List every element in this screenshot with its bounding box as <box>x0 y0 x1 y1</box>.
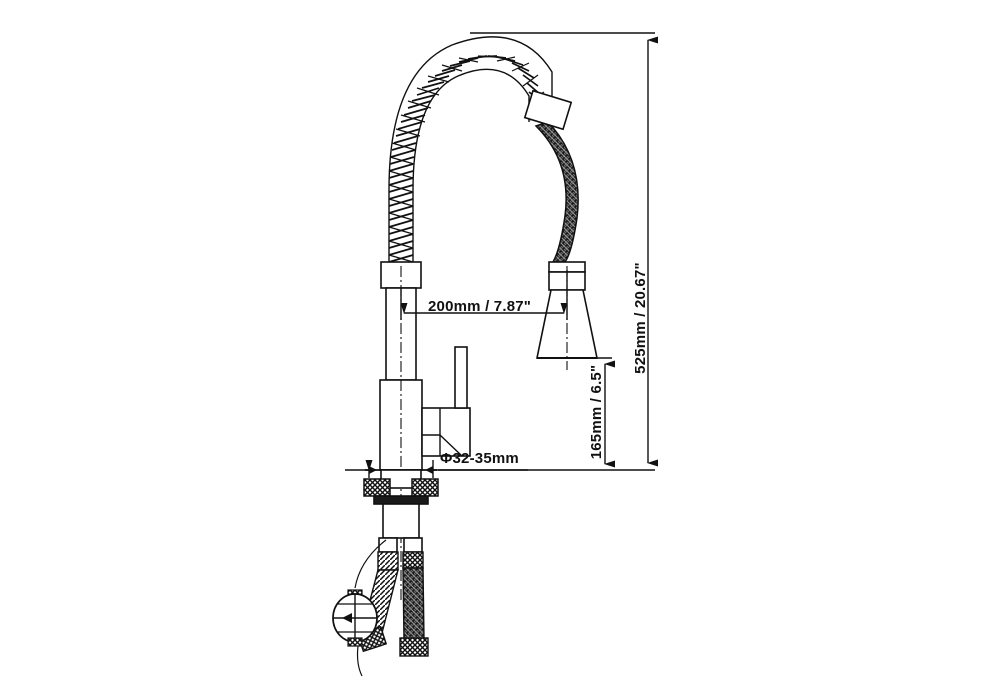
dimension-mounting-hole-label: Φ32-35mm <box>440 450 519 467</box>
dimension-spout-reach <box>400 270 568 320</box>
supply-hose-cold <box>399 537 429 657</box>
coil-spring <box>388 36 553 263</box>
mounting-hardware <box>363 469 439 539</box>
hose-connector-block <box>523 89 573 131</box>
braided-hose <box>534 121 579 263</box>
faucet-body <box>379 261 423 600</box>
dimension-spout-clearance <box>567 357 615 468</box>
counterweight <box>332 539 387 677</box>
dimension-spout-reach-label: 200mm / 7.87" <box>428 298 531 315</box>
dimension-spout-clearance-label: 165mm / 6.5" <box>588 365 605 460</box>
dimension-mounting-hole <box>345 460 528 478</box>
lever-handle <box>421 346 471 457</box>
dimension-overall-height-label: 525mm / 20.67" <box>632 262 649 374</box>
